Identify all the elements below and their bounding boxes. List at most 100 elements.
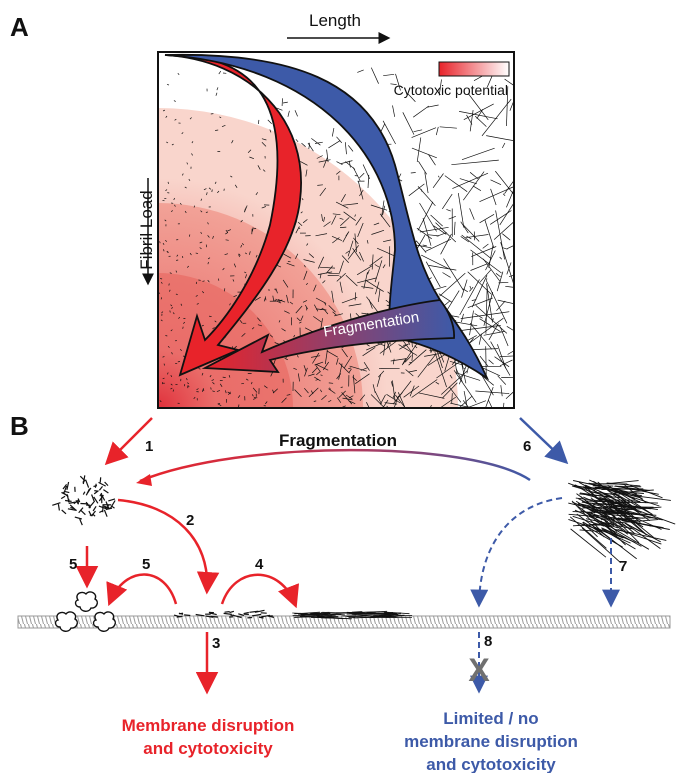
fibril-stroke [88,510,93,517]
fragmentation-curve-b [139,448,531,483]
fibril-stroke [405,369,414,377]
fibril-stroke [238,254,240,258]
fibril-stroke [347,245,359,260]
fibril-stroke [225,229,228,233]
fibril-stroke [66,481,70,491]
fibril-stroke [332,213,341,216]
fibril-stroke [402,112,415,135]
fibril-stroke [367,269,370,275]
fibril-stroke [383,342,386,356]
fibril-stroke [373,613,385,615]
fibril-stroke [214,181,217,184]
fibril-stroke [160,281,163,284]
fibril-stroke [205,211,209,213]
fibril-stroke [435,222,457,243]
fibril-stroke [490,210,512,225]
fibril-stroke [301,142,306,147]
length-axis-label: Length [309,11,361,30]
fibril-stroke [348,367,352,370]
fibril-stroke [319,266,336,269]
fibril-stroke [499,359,513,367]
fibril-stroke [275,288,278,294]
fibril-stroke [212,327,215,330]
fibril-stroke [189,252,192,256]
fibril-stroke [459,279,480,316]
fibril-stroke [378,614,395,617]
fibril-stroke [205,615,214,618]
fibril-stroke [224,253,229,256]
fibril-stroke [502,233,511,241]
fibril-stroke [500,242,514,284]
fibril-stroke [343,203,359,206]
fibril-stroke [229,610,235,614]
fibril-stroke [174,118,177,121]
fibril-stroke [170,383,173,386]
fibril-stroke [374,264,380,268]
fibril-stroke [108,498,116,502]
fibril-stroke [188,178,191,182]
fibril-stroke [202,389,204,392]
fibril-stroke [219,383,223,387]
fibril-stroke [495,170,514,196]
fibril-stroke [337,397,342,403]
fibril-stroke [216,390,221,392]
fibril-stroke [338,390,346,398]
fibril-stroke [459,178,477,185]
fibril-stroke [209,315,212,318]
fibril-stroke [348,303,362,307]
fibril-stroke [217,190,220,194]
fibril-stroke [254,609,265,613]
fibril-stroke [463,171,485,201]
fibril-stroke [382,205,386,216]
fibril-stroke [481,98,512,137]
fibril-stroke [202,280,205,282]
fibril-stroke [428,265,457,271]
fibril-stroke [328,613,345,616]
fibril-stroke [234,184,238,188]
fibril-stroke [207,279,210,283]
fibril-stroke [237,395,241,399]
fibril-stroke [348,368,352,373]
fibril-stroke [453,370,477,403]
fibril-stroke [507,350,514,355]
fibril-stroke [173,100,176,102]
fibril-stroke [171,143,174,146]
fibril-stroke [424,352,443,357]
fibril-stroke [598,529,637,560]
fibril-stroke [307,142,314,152]
fibril-stroke [430,214,443,227]
fibril-stroke [170,375,173,378]
fibril-stroke [439,126,457,129]
fibril-stroke [588,482,623,495]
fibril-stroke [504,78,514,86]
fibril-stroke [302,300,308,303]
fibril-stroke [452,172,489,189]
fibril-stroke [383,239,392,243]
fibril-stroke [390,83,397,85]
fibril-stroke [222,267,225,271]
fibril-stroke [214,320,217,323]
fibril-stroke [395,73,401,91]
fibril-stroke [277,299,286,303]
fibril-stroke [377,370,385,378]
fibril-stroke [300,613,314,615]
fibril-stroke [486,280,508,324]
fibril-stroke [432,173,444,189]
fibril-stroke [320,389,323,393]
fibril-stroke [163,363,165,366]
outcome-blue-line-1: Limited / no [443,709,538,728]
fibril-stroke [300,315,304,322]
fibril-stroke [282,279,289,288]
fibril-stroke [300,211,303,214]
fibril-stroke [341,392,353,405]
fibril-stroke [449,374,453,379]
fibril-stroke [303,259,315,263]
outcome-blue-line-3: and cytotoxicity [426,755,556,773]
fibril-stroke [98,481,106,487]
fibril-stroke [323,361,329,371]
fibril-stroke [341,255,349,263]
fibril-stroke [274,288,277,291]
fibril-stroke [496,300,506,311]
fibril-stroke [98,486,103,491]
fibril-stroke [304,387,309,394]
